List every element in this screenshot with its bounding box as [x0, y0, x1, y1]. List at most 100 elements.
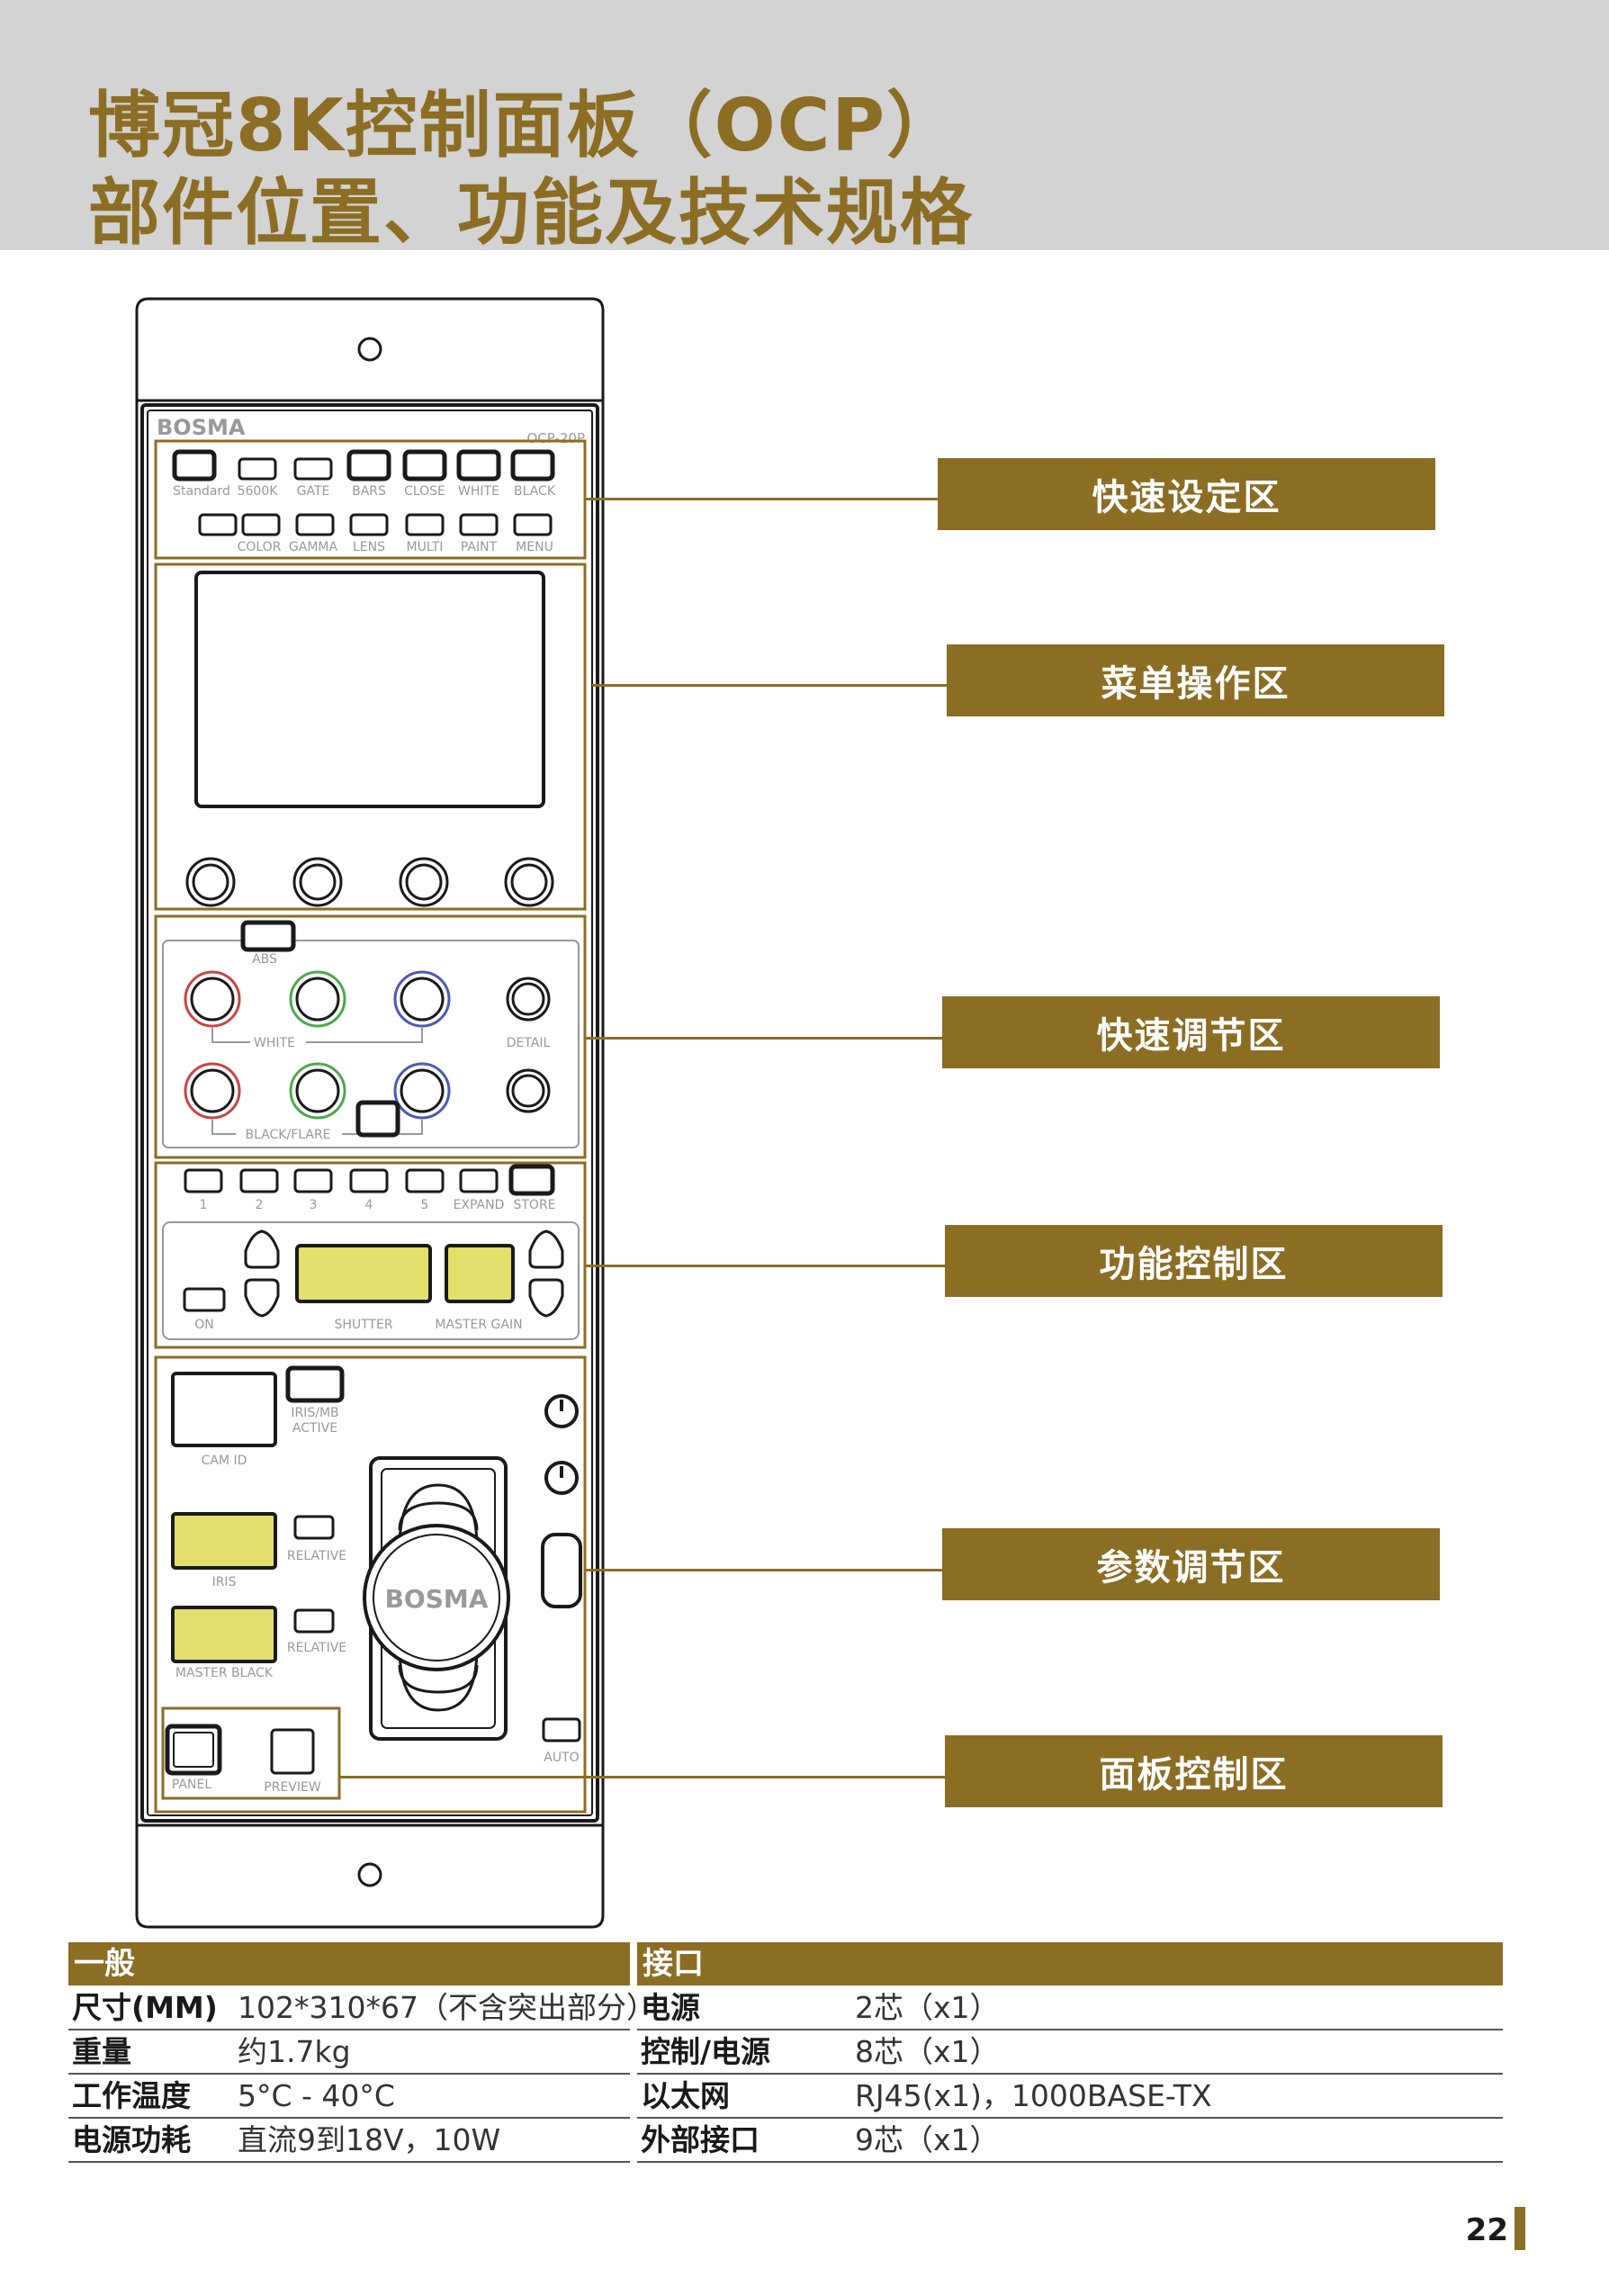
on-button[interactable]	[183, 1287, 226, 1312]
spec-value: 102*310*67（不含突出部分）	[238, 1990, 656, 2025]
iris-mb-label: IRIS/MB	[291, 1406, 338, 1420]
row2-label: PAINT	[461, 540, 498, 554]
iris-label: IRIS	[212, 1575, 237, 1589]
master-black-label: MASTER BLACK	[175, 1666, 274, 1680]
iris-mb-active-button[interactable]	[285, 1365, 345, 1403]
callout-line	[592, 684, 947, 687]
paint-button[interactable]	[405, 513, 445, 536]
menu-lcd-screen	[194, 571, 545, 808]
section-menu	[154, 563, 587, 911]
panel-model: OCP-20P	[526, 430, 585, 446]
white-balance-knobs	[184, 970, 551, 1028]
black-button[interactable]	[510, 449, 555, 482]
flare-button[interactable]	[355, 1100, 400, 1138]
multi-button[interactable]	[349, 513, 389, 536]
standard-button[interactable]	[172, 449, 217, 482]
spec-interface-row: 以太网 RJ45(x1)，1000BASE-TX	[637, 2075, 1503, 2119]
abs-button[interactable]	[240, 920, 296, 952]
preview-button[interactable]	[270, 1728, 315, 1775]
5600k-button[interactable]	[238, 457, 277, 481]
store-button[interactable]	[508, 1164, 555, 1196]
scene-3-button[interactable]	[293, 1168, 333, 1193]
shutter-down-arrow[interactable]	[244, 1278, 280, 1318]
callout-quick-setting: 快速设定区	[938, 458, 1435, 530]
gain-up-arrow[interactable]	[528, 1229, 564, 1269]
row2-label: MULTI	[407, 540, 444, 554]
row2-label: LENS	[353, 540, 385, 554]
auto-iris-button[interactable]	[542, 1717, 581, 1742]
auto-label: AUTO	[544, 1751, 579, 1765]
spec-value: 直流9到18V，10W	[238, 2122, 501, 2157]
abs-label: ABS	[252, 952, 277, 967]
row2-label: GAMMA	[289, 540, 338, 554]
close-button[interactable]	[402, 449, 447, 482]
spec-key: 控制/电源	[641, 2034, 771, 2069]
joystick-brand: BOSMA	[385, 1584, 489, 1614]
scene-4-button[interactable]	[349, 1168, 389, 1193]
iris-relative-button[interactable]	[293, 1515, 335, 1540]
page-title-line2: 部件位置、功能及技术规格	[88, 171, 974, 255]
spec-interface-row: 电源 2芯（x1）	[637, 1987, 1503, 2030]
white-label: WHITE	[254, 1036, 295, 1050]
bars-button[interactable]	[346, 449, 391, 482]
callout-line	[585, 1265, 945, 1267]
row1-label: GATE	[297, 484, 330, 499]
scene-label: 5	[421, 1198, 429, 1212]
iris-mb-active-label: ACTIVE	[292, 1421, 337, 1436]
color-button[interactable]	[198, 513, 238, 536]
panel-active-label: PANEL	[172, 1778, 211, 1792]
expand-button[interactable]	[459, 1168, 499, 1193]
spec-interface-heading: 接口	[637, 1942, 1503, 1985]
spec-general-row: 尺寸(MM) 102*310*67（不含突出部分）	[68, 1987, 656, 2030]
spec-key: 以太网	[641, 2078, 730, 2113]
menu-knobs	[185, 857, 554, 907]
mb-relative-button[interactable]	[293, 1608, 335, 1634]
scene-5-button[interactable]	[405, 1168, 445, 1193]
gamma-button[interactable]	[241, 513, 281, 536]
section-parameter	[154, 1355, 587, 1814]
joystick[interactable]: BOSMA	[363, 1456, 510, 1741]
ocp-panel-diagram: BOSMA OCP-20P Standard 5600K GATE BARS C…	[135, 297, 605, 1929]
spec-key: 尺寸(MM)	[72, 1990, 218, 2025]
menu-button[interactable]	[459, 513, 499, 536]
black-flare-label: BLACK/FLARE	[245, 1128, 330, 1142]
cam-id-display	[171, 1372, 277, 1447]
side-switch[interactable]	[541, 1533, 582, 1608]
spec-key: 电源功耗	[72, 2122, 191, 2157]
shutter-label: SHUTTER	[334, 1318, 392, 1332]
gate-button[interactable]	[293, 457, 333, 481]
scene-label: EXPAND	[454, 1198, 505, 1212]
spec-general-row: 工作温度 5°C - 40°C	[68, 2075, 630, 2119]
master-gain-label: MASTER GAIN	[435, 1318, 522, 1332]
panel-active-button[interactable]	[165, 1724, 222, 1776]
row2-label: COLOR	[238, 540, 282, 554]
mount-hole-bottom	[357, 1862, 382, 1887]
menu-button-2[interactable]	[513, 513, 553, 536]
scene-2-button[interactable]	[239, 1168, 279, 1193]
spec-value: 9芯（x1）	[855, 2122, 1000, 2157]
iris-relative-label: RELATIVE	[287, 1549, 346, 1563]
scene-label: STORE	[513, 1198, 555, 1212]
black-flare-knobs	[184, 1062, 551, 1120]
gain-down-arrow[interactable]	[528, 1278, 564, 1318]
master-gain-display	[445, 1244, 515, 1303]
row1-label: 5600K	[238, 484, 279, 499]
preview-label: PREVIEW	[264, 1780, 321, 1795]
spec-value: 5°C - 40°C	[238, 2078, 395, 2113]
lens-button[interactable]	[295, 513, 335, 536]
detail-label: DETAIL	[507, 1036, 551, 1050]
callout-line	[585, 498, 938, 500]
shutter-up-arrow[interactable]	[244, 1229, 280, 1269]
cam-id-label: CAM ID	[202, 1454, 247, 1468]
page-number-bar	[1515, 2207, 1525, 2250]
callout-function: 功能控制区	[945, 1225, 1443, 1297]
callout-panel-control: 面板控制区	[945, 1735, 1443, 1807]
quick-setting-row2-buttons	[198, 513, 553, 536]
callout-line	[585, 1037, 942, 1040]
spec-general-row: 重量 约1.7kg	[68, 2031, 630, 2075]
white-button[interactable]	[456, 449, 501, 482]
callout-menu: 菜单操作区	[947, 644, 1444, 716]
row1-label: Standard	[173, 484, 230, 499]
spec-key: 电源	[641, 1990, 700, 2025]
scene-1-button[interactable]	[184, 1168, 223, 1193]
